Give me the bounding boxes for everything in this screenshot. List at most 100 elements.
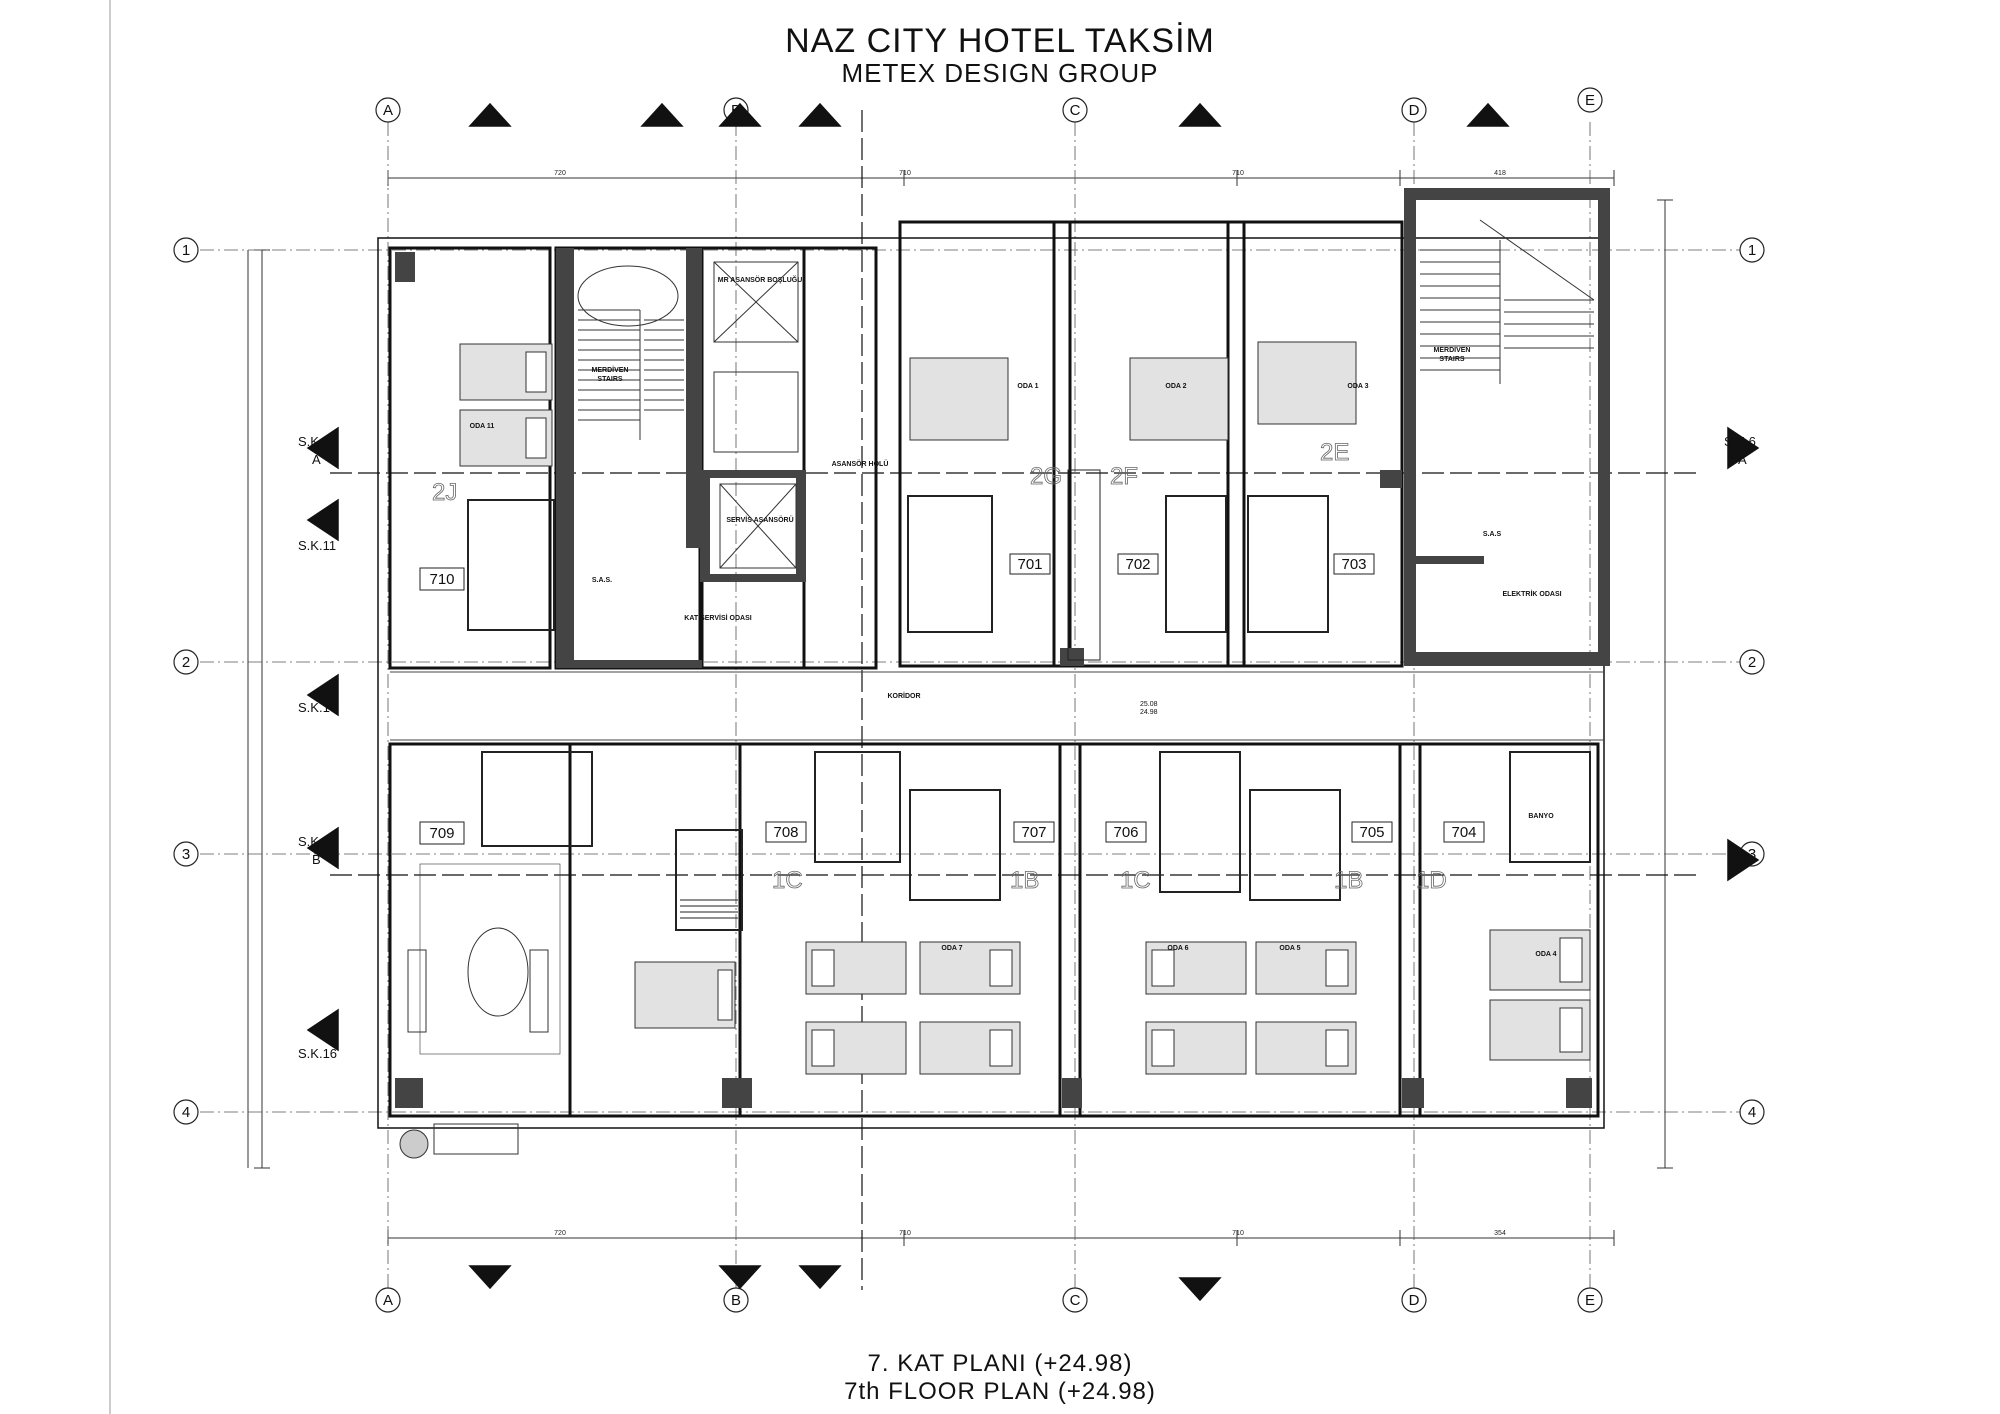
- label-sas-right: S.A.S: [1483, 531, 1502, 538]
- dim-bottom-1: 720: [554, 1230, 566, 1237]
- room-number-707: 707: [1021, 824, 1046, 841]
- sk-12-label: S.K.12: [298, 434, 337, 449]
- grid-label-left-2: 2: [182, 654, 190, 671]
- room-number-boxes: [419, 553, 1485, 845]
- level-mark-top: 25.08: [1140, 701, 1158, 708]
- grid-label-left-4: 4: [182, 1104, 190, 1121]
- grid-bubble-labels: A B C D E A B C D E 1 2 3 4 1 2 3 4: [182, 92, 1756, 1309]
- dim-top-1: 720: [554, 170, 566, 177]
- label-stairs-left: STAIRS: [597, 376, 622, 383]
- label-oda6: ODA 6: [1167, 945, 1188, 952]
- zone-1b-b: 1B: [1334, 867, 1363, 894]
- label-oda5: ODA 5: [1279, 945, 1300, 952]
- label-merdiven-right: MERDİVEN: [1434, 346, 1471, 354]
- label-oda4: ODA 4: [1535, 951, 1556, 958]
- zone-1c-b: 1C: [1120, 867, 1151, 894]
- sk-9-label: S.K.9: [298, 834, 330, 849]
- zone-2j: 2J: [432, 479, 457, 506]
- room-number-705: 705: [1359, 824, 1384, 841]
- dim-bottom-3: 710: [1232, 1230, 1244, 1237]
- grid-bubble-bottom-E: [1577, 1287, 1603, 1313]
- sk-11-label: S.K.11: [298, 538, 336, 553]
- label-kat-servis: KAT SERVİSİ ODASI: [684, 614, 751, 622]
- grid-bubble-left-1: [173, 237, 199, 263]
- grid-bubble-right-1: [1739, 237, 1765, 263]
- grid-label-bottom-a: A: [383, 1292, 393, 1309]
- grid-label-top-d: D: [1409, 102, 1420, 119]
- bathrooms-upper: [467, 469, 1329, 661]
- label-elektrik: ELEKTRİK ODASI: [1502, 590, 1561, 598]
- room-number-703: 703: [1341, 556, 1366, 573]
- sk-right-b-letter: B: [1738, 852, 1747, 867]
- zone-1d: 1D: [1416, 867, 1447, 894]
- dimension-line-left: [247, 249, 270, 1169]
- dim-bottom-2: 710: [899, 1230, 911, 1237]
- pillows: [525, 351, 1583, 1067]
- plan-title: NAZ CITY HOTEL TAKSİM: [785, 22, 1215, 60]
- room-number-702: 702: [1125, 556, 1150, 573]
- grid-bubble-bottom-C: [1062, 1287, 1088, 1313]
- dim-top-4: 418: [1494, 170, 1506, 177]
- dim-bottom-4: 354: [1494, 1230, 1506, 1237]
- zone-2e: 2E: [1320, 439, 1349, 466]
- grid-label-right-1: 1: [1748, 242, 1756, 259]
- label-oda3: ODA 3: [1347, 383, 1368, 390]
- grid-bubble-bottom-D: [1401, 1287, 1427, 1313]
- room-number-709: 709: [429, 825, 454, 842]
- grid-bubble-left-3: [173, 841, 199, 867]
- label-merdiven-left: MERDİVEN: [592, 366, 629, 374]
- grid-label-bottom-e: E: [1585, 1292, 1595, 1309]
- stair-left: [577, 265, 684, 440]
- grid-label-top-e: E: [1585, 92, 1595, 109]
- grid-bubble-right-2: [1739, 649, 1765, 675]
- label-sas-left: S.A.S.: [592, 577, 612, 584]
- zone-2g: 2G: [1030, 463, 1062, 490]
- corridor: [390, 671, 1604, 741]
- zone-1c-a: 1C: [772, 867, 803, 894]
- grid-label-bottom-b: B: [731, 1292, 741, 1309]
- label-oda1: ODA 1: [1017, 383, 1038, 390]
- label-oda2: ODA 2: [1165, 383, 1186, 390]
- dimension-line-bottom: [387, 1230, 1615, 1246]
- grid-bubble-top-D: [1401, 97, 1427, 123]
- level-mark-bottom: 24.98: [1140, 709, 1158, 716]
- grid-bubble-top-E: [1577, 87, 1603, 113]
- zone-1b-a: 1B: [1010, 867, 1039, 894]
- grid-bubble-top-C: [1062, 97, 1088, 123]
- grid-bubble-bottom-A: [375, 1287, 401, 1313]
- grid-label-right-3: 3: [1748, 846, 1756, 863]
- sk-6-letter: A: [1738, 452, 1747, 467]
- grid-label-top-c: C: [1070, 102, 1081, 119]
- grid-label-bottom-d: D: [1409, 1292, 1420, 1309]
- dimension-values: 720 710 710 418 720 710 710 354: [554, 170, 1506, 1237]
- grid-label-bottom-c: C: [1070, 1292, 1081, 1309]
- label-stairs-right: STAIRS: [1439, 356, 1464, 363]
- dim-top-3: 710: [1232, 170, 1244, 177]
- label-koridor: KORİDOR: [887, 692, 920, 700]
- sk-12-letter: A: [312, 452, 321, 467]
- grid-label-top-a: A: [383, 102, 393, 119]
- label-servis-asansoru: SERVİS ASANSÖRÜ: [726, 515, 793, 524]
- grid-bubble-left-4: [173, 1099, 199, 1125]
- service-stair-b3: [675, 829, 743, 931]
- stair-right: [1420, 219, 1595, 384]
- label-oda11: ODA 11: [470, 423, 495, 430]
- room-numbers: 710 701 702 703 709 708 707 706 705 704: [429, 556, 1476, 842]
- room-number-706: 706: [1113, 824, 1138, 841]
- grid-lines: [200, 122, 1740, 1300]
- dimension-line-right: [1657, 199, 1673, 1169]
- label-oda7: ODA 7: [941, 945, 962, 952]
- grid-bubble-bottom-B: [723, 1287, 749, 1313]
- sk-9-letter: B: [312, 852, 321, 867]
- label-banyo: BANYO: [1528, 813, 1554, 820]
- room-number-704: 704: [1451, 824, 1476, 841]
- grid-bubble-right-4: [1739, 1099, 1765, 1125]
- grid-label-left-1: 1: [182, 242, 190, 259]
- zone-letters: 2J 2G 2F 2E 1C 1B 1C 1B 1D: [432, 439, 1447, 895]
- grid-bubble-top-A: [375, 97, 401, 123]
- section-markers: [306, 102, 1760, 1302]
- room-labels: ODA 11 ODA 1 ODA 2 ODA 3 ODA 4 ODA 7 ODA…: [470, 275, 1562, 958]
- label-asansor-boslugu: MR ASANSÖR BOŞLUĞU: [718, 275, 803, 284]
- zone-2f: 2F: [1110, 463, 1138, 490]
